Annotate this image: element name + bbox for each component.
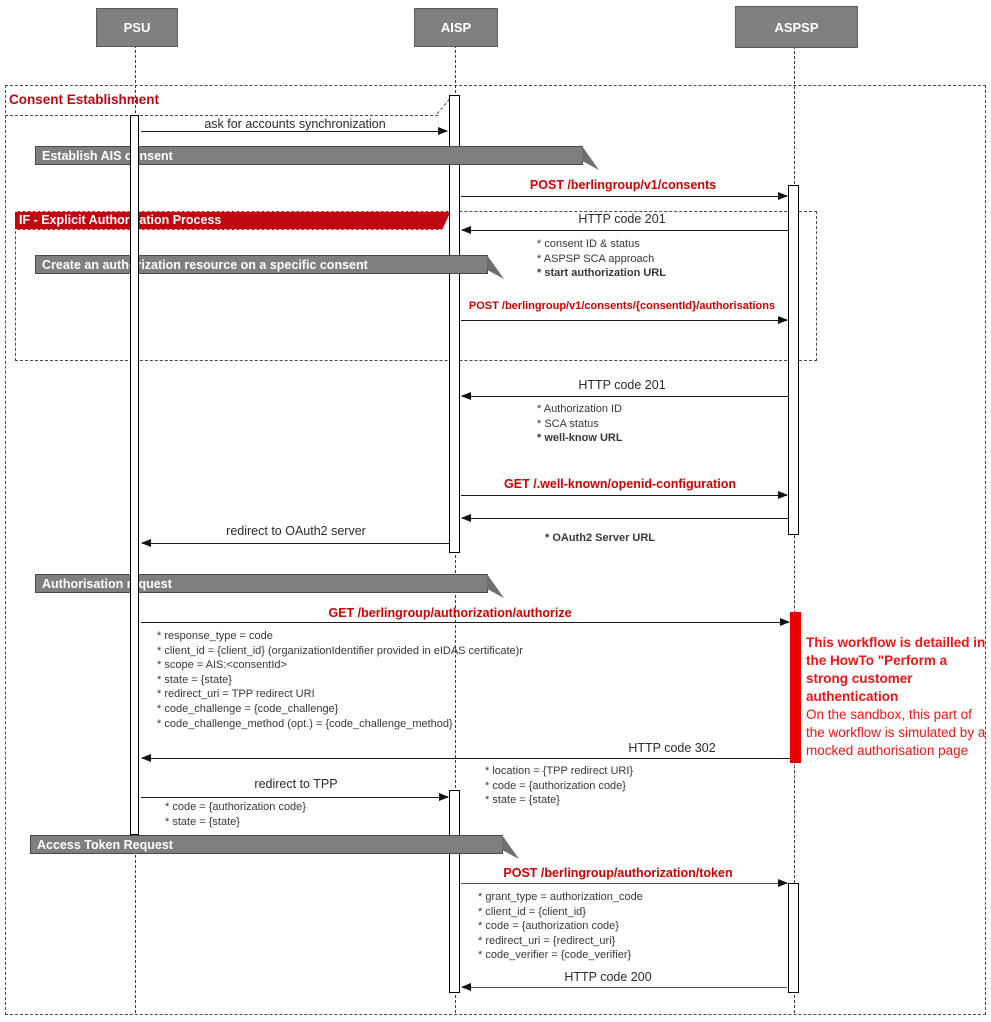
arrowhead-right-icon xyxy=(778,315,788,324)
arrowhead-left-icon xyxy=(461,391,471,400)
if-fragment-banner: IF - Explicit Authorization Process xyxy=(15,211,451,230)
detail-line: * state = {state} xyxy=(157,673,232,686)
detail-line: * client_id = {client_id} (organizationI… xyxy=(157,644,523,657)
detail-line: * start authorization URL xyxy=(537,267,666,280)
http302-response-params: * location = {TPP redirect URI} * code =… xyxy=(485,764,633,808)
banner-establish-ais: Establish AIS consent xyxy=(35,146,583,165)
banner-auth-request: Authorisation request xyxy=(35,574,488,593)
aisp-activation-2 xyxy=(449,790,460,993)
detail-line: * OAuth2 Server URL xyxy=(545,532,656,544)
arrowhead-left-icon xyxy=(461,513,471,522)
arrow-oauth2-url xyxy=(461,513,789,522)
detail-line: * code = {authorization code} xyxy=(478,920,619,933)
detail-line: * redirect_uri = {redirect_uri} xyxy=(478,934,616,947)
detail-line: * code = {authorization code} xyxy=(165,801,306,813)
msg-get-authorize: GET /berlingroup/authorization/authorize xyxy=(328,606,572,620)
detail-line: * grant_type = authorization_code xyxy=(478,891,643,903)
aspsp-activation-1 xyxy=(788,185,799,535)
aspsp-activation-2 xyxy=(788,883,799,993)
arrowhead-right-icon xyxy=(778,490,788,499)
workflow-note-normal: On the sandbox, this part of the workflo… xyxy=(806,707,986,758)
oauth2-server-url-details: * OAuth2 Server URL xyxy=(545,531,655,546)
detail-line: * code_challenge_method (opt.) = {code_c… xyxy=(157,717,453,730)
msg-redirect-tpp: redirect to TPP xyxy=(254,777,338,791)
token-request-params: * grant_type = authorization_code * clie… xyxy=(478,890,643,963)
detail-line: * well-know URL xyxy=(537,432,623,445)
arrow-http302 xyxy=(141,753,790,762)
actor-psu: PSU xyxy=(96,8,178,47)
detail-line: * state = {state} xyxy=(485,794,560,807)
arrow-redirect-tpp xyxy=(141,792,449,801)
arrow-ask-sync xyxy=(141,126,448,135)
actor-aisp-label: AISP xyxy=(440,20,472,35)
authorisation-response-details: * Authorization ID * SCA status * well-k… xyxy=(537,402,623,446)
psu-activation xyxy=(130,115,139,835)
msg-http201-a: HTTP code 201 xyxy=(578,212,666,226)
detail-line: * code_challenge = {code_challenge} xyxy=(157,702,339,715)
msg-http201-b: HTTP code 201 xyxy=(578,378,666,392)
detail-line: * Authorization ID xyxy=(537,403,622,415)
aisp-activation-1 xyxy=(449,95,460,553)
msg-post-consents: POST /berlingroup/v1/consents xyxy=(529,178,717,192)
consent-response-details: * consent ID & status * ASPSP SCA approa… xyxy=(537,237,666,281)
arrowhead-right-icon xyxy=(439,792,449,801)
banner-token-request: Access Token Request xyxy=(30,835,503,854)
arrow-post-authorisations xyxy=(461,315,788,324)
arrowhead-right-icon xyxy=(780,617,790,626)
arrow-post-consents xyxy=(461,191,788,200)
arrowhead-left-icon xyxy=(461,225,471,234)
arrowhead-right-icon xyxy=(778,191,788,200)
detail-line: * location = {TPP redirect URI} xyxy=(485,765,634,777)
msg-post-token: POST /berlingroup/authorization/token xyxy=(503,866,733,880)
detail-line: * ASPSP SCA approach xyxy=(537,252,655,265)
arrow-get-authorize xyxy=(141,617,790,626)
actor-psu-label: PSU xyxy=(123,20,151,35)
arrowhead-left-icon xyxy=(141,538,151,547)
detail-line: * consent ID & status xyxy=(537,238,640,250)
detail-line: * code_verifier = {code_verifier} xyxy=(478,949,632,962)
authorize-request-params: * response_type = code * client_id = {cl… xyxy=(157,629,523,731)
msg-ask-sync: ask for accounts synchronization xyxy=(204,117,386,131)
workflow-note: This workflow is detailled in the HowTo … xyxy=(806,634,988,760)
aspsp-mocked-auth-activation xyxy=(790,612,801,763)
workflow-note-bold: This workflow is detailled in the HowTo … xyxy=(806,635,986,704)
arrowhead-right-icon xyxy=(438,126,448,135)
arrow-post-token xyxy=(461,878,788,887)
detail-line: * client_id = {client_id} xyxy=(478,905,586,918)
arrow-get-wellknown xyxy=(461,490,788,499)
frame-title: Consent Establishment xyxy=(9,92,160,107)
detail-line: * redirect_uri = TPP redirect URI xyxy=(157,688,315,701)
frame-title-separator xyxy=(5,115,438,116)
detail-line: * code = {authorization code} xyxy=(485,779,626,792)
actor-aspsp-label: ASPSP xyxy=(774,19,819,35)
msg-redirect-oauth2: redirect to OAuth2 server xyxy=(226,524,366,538)
arrow-http200 xyxy=(461,982,787,991)
msg-get-wellknown: GET /.well-known/openid-configuration xyxy=(504,477,736,491)
detail-line: * response_type = code xyxy=(157,630,273,642)
arrow-http201-b xyxy=(461,391,789,400)
detail-line: * scope = AIS:<consentId> xyxy=(157,659,287,672)
arrowhead-left-icon xyxy=(141,753,151,762)
arrow-redirect-oauth2 xyxy=(141,538,449,547)
detail-line: * SCA status xyxy=(537,417,599,430)
msg-http302: HTTP code 302 xyxy=(628,741,716,755)
arrowhead-left-icon xyxy=(461,982,471,991)
arrow-http201-a xyxy=(461,225,789,234)
banner-create-auth: Create an authorization resource on a sp… xyxy=(35,255,488,274)
msg-post-authorisations: POST /berlingroup/v1/consents/{consentId… xyxy=(468,300,776,312)
detail-line: * state = {state} xyxy=(165,815,240,828)
redirect-tpp-params: * code = {authorization code} * state = … xyxy=(165,800,306,829)
actor-aspsp: ASPSP xyxy=(735,6,858,48)
msg-http200: HTTP code 200 xyxy=(564,970,652,984)
arrowhead-right-icon xyxy=(778,878,788,887)
consent-establishment-frame xyxy=(5,85,986,1015)
actor-aisp: AISP xyxy=(414,8,498,47)
